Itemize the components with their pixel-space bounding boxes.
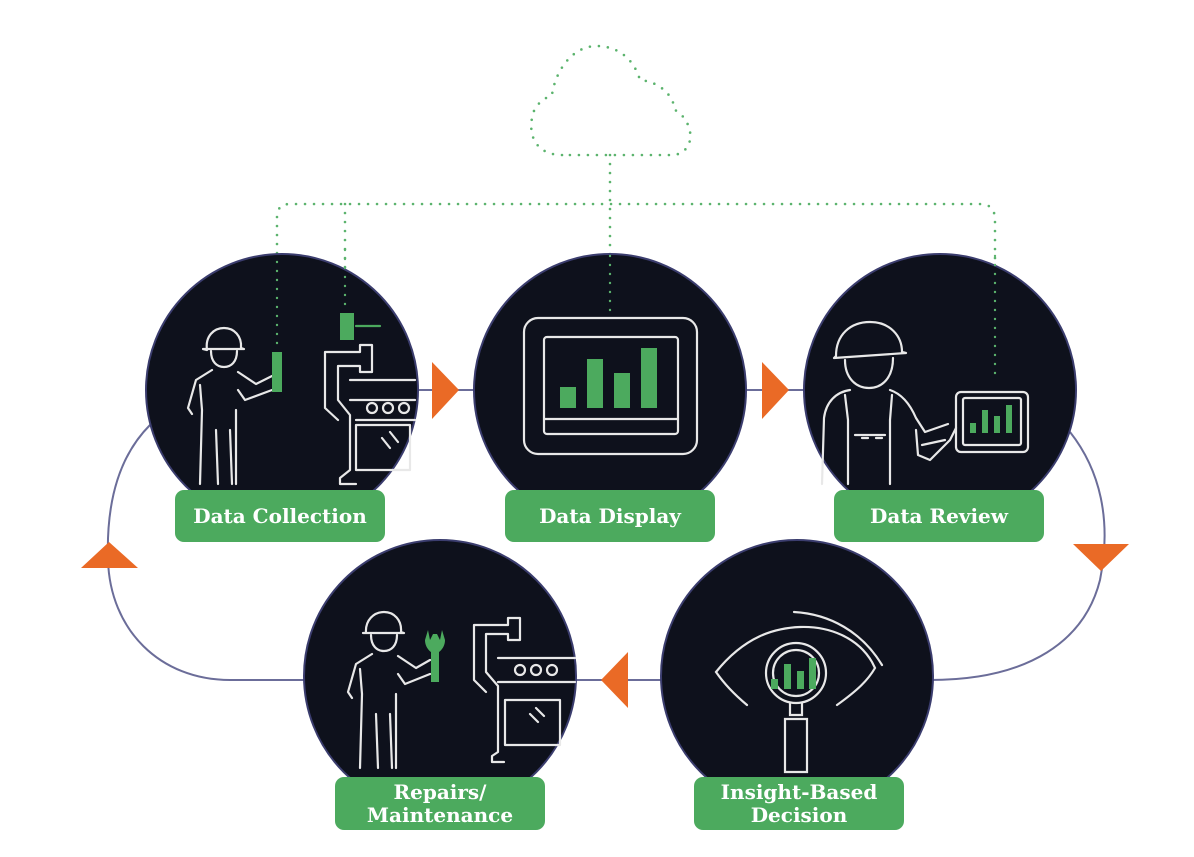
wrench-icon: [425, 630, 445, 682]
label-line: Data Review: [870, 503, 1008, 528]
cloud-icon: [529, 44, 692, 157]
arrow-right-icon: [762, 362, 789, 419]
chart-bar: [587, 359, 603, 408]
circle-data-review: [803, 253, 1077, 527]
tablet-bar-chart-icon: [522, 316, 699, 456]
label-line: Insight-Based: [720, 779, 878, 804]
worker-with-sensor-and-machine-icon: [186, 313, 417, 486]
network-overlay: [275, 248, 997, 384]
label-line: Data Collection: [193, 503, 367, 528]
mini-chart-bars: [970, 405, 1012, 433]
chart-bar: [560, 387, 576, 408]
arrow-down-icon: [1073, 544, 1129, 571]
magnifier-chart-bars: [771, 658, 816, 689]
eye-magnifier-chart-icon: [714, 610, 884, 774]
label-insight-based-decision: Insight-Based Decision: [694, 777, 904, 830]
label-data-review: Data Review: [834, 490, 1044, 542]
label-data-display: Data Display: [505, 490, 715, 542]
label-line: Data Display: [539, 503, 681, 528]
label-line: Repairs/: [393, 779, 487, 804]
chart-bar: [614, 373, 630, 408]
label-data-collection: Data Collection: [175, 490, 385, 542]
arrow-right-icon: [432, 362, 459, 419]
circle-data-display: [473, 253, 747, 527]
chart-bar: [641, 348, 657, 408]
label-line: Decision: [750, 802, 848, 827]
connector-review-decision: [929, 431, 1106, 681]
worker-pointing-at-chart-icon: [820, 320, 1030, 486]
arrow-up-icon: [81, 542, 138, 568]
arrow-left-icon: [601, 652, 628, 708]
network-bus-line: [275, 202, 997, 384]
label-line: Maintenance: [366, 802, 514, 827]
flow-arrows: [81, 362, 1129, 708]
label-repairs-maintenance: Repairs/ Maintenance: [335, 777, 545, 830]
worker-with-wrench-and-machine-icon: [346, 610, 577, 770]
